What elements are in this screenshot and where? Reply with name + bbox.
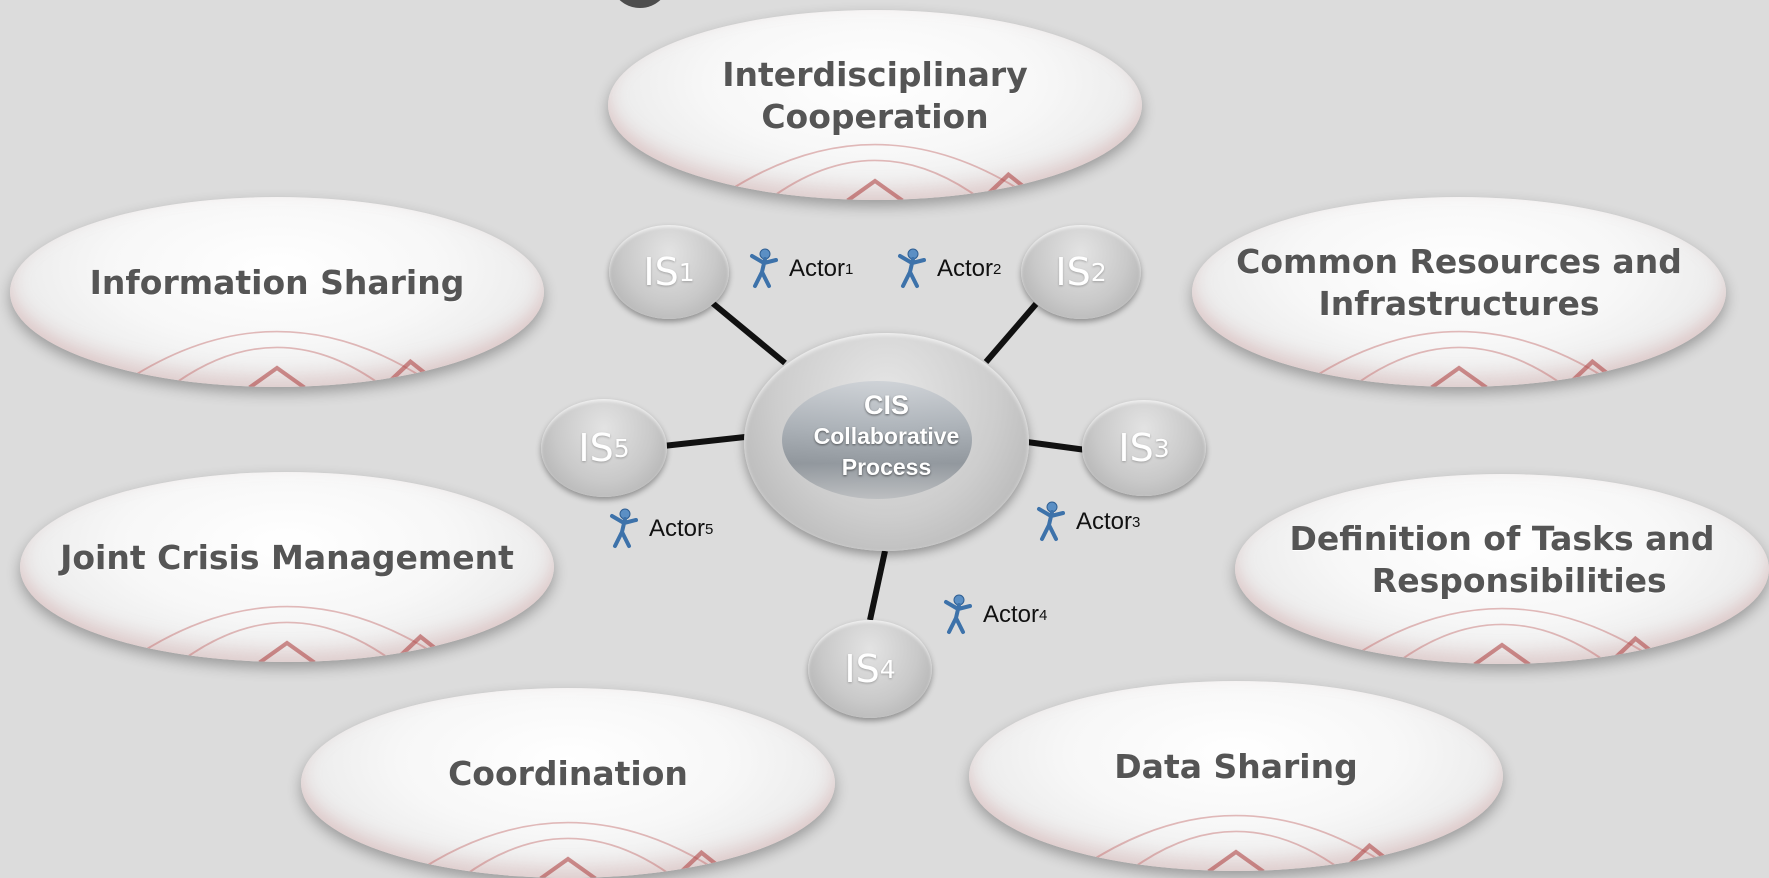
person-figure-icon [944, 594, 972, 634]
is-node-index: 5 [613, 433, 630, 463]
concept-data-sharing: Data Sharing [969, 681, 1503, 871]
is-node-index: 3 [1153, 433, 1170, 463]
cis-text: CIS Collaborative Process [744, 389, 1029, 483]
connector-is4 [867, 550, 888, 621]
actor-index: 5 [705, 520, 714, 538]
is-node-label: IS [578, 426, 614, 470]
cis-collaborative-process-node: CIS Collaborative Process [744, 333, 1029, 551]
top-edge-shape [610, 0, 670, 8]
is-node-index: 1 [678, 257, 695, 287]
connector-is2 [983, 302, 1039, 364]
concept-label: Common Resources and Infrastructures [1236, 242, 1682, 323]
actor-label: Actor [789, 255, 846, 282]
concept-label: Data Sharing [1114, 747, 1358, 786]
red-arc-pattern-icon [115, 330, 445, 387]
red-arc-pattern-icon [1074, 814, 1404, 871]
actor-index: 4 [1039, 606, 1048, 624]
person-figure-icon [610, 508, 638, 548]
actor-index: 1 [845, 260, 854, 278]
red-arc-pattern-icon [713, 143, 1043, 200]
actor-label: Actor [983, 601, 1040, 628]
person-figure-icon [750, 248, 778, 288]
connector-is3 [1026, 439, 1087, 453]
red-arc-pattern-icon [125, 605, 455, 662]
cis-photo-image [782, 381, 972, 499]
cis-title: CIS [863, 390, 909, 420]
connector-is5 [662, 434, 746, 449]
actor-label: Actor [1076, 508, 1133, 535]
cis-subtitle-line2: Process [841, 454, 932, 480]
concept-label: Definition of Tasks and Responsibilities [1289, 519, 1715, 600]
is-node-label: IS [1118, 426, 1154, 470]
actor-label: Actor [937, 255, 994, 282]
concept-joint-crisis-management: Joint Crisis Management [20, 472, 554, 662]
is-node-label: IS [1055, 250, 1091, 294]
red-arc-pattern-icon [406, 821, 736, 878]
concept-label: Joint Crisis Management [60, 538, 514, 577]
red-arc-pattern-icon [1340, 607, 1670, 664]
concept-definition-of-tasks: Definition of Tasks and Responsibilities [1235, 474, 1769, 664]
connector-is1 [708, 298, 787, 366]
is-node-index: 2 [1090, 257, 1107, 287]
concept-information-sharing: Information Sharing [10, 197, 544, 387]
is-node-label: IS [844, 647, 880, 691]
actor-label: Actor [649, 515, 706, 542]
actor-index: 3 [1132, 513, 1141, 531]
person-figure-icon [1037, 501, 1065, 541]
concept-common-resources: Common Resources and Infrastructures [1192, 197, 1726, 387]
concept-label: Interdisciplinary Cooperation [722, 55, 1028, 136]
person-figure-icon [898, 248, 926, 288]
actor-index: 2 [993, 260, 1002, 278]
is-node-index: 4 [879, 654, 896, 684]
cis-subtitle-line1: Collaborative [813, 423, 960, 449]
is-node-label: IS [643, 250, 679, 294]
concept-label: Information Sharing [89, 263, 465, 302]
red-arc-pattern-icon [1297, 330, 1627, 387]
concept-label: Coordination [448, 754, 688, 793]
concept-coordination: Coordination [301, 688, 835, 878]
concept-interdisciplinary-cooperation: Interdisciplinary Cooperation [608, 10, 1142, 200]
